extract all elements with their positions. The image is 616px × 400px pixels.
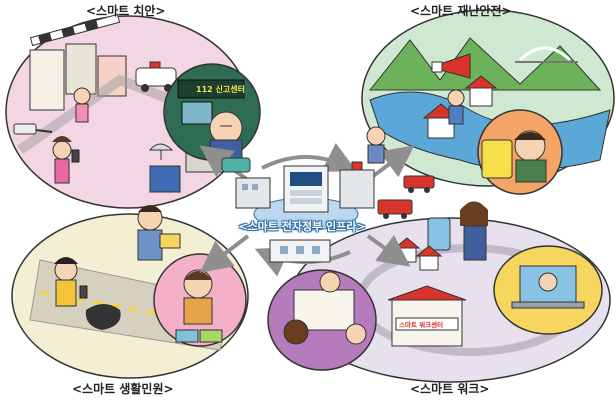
video-meeting-inset <box>267 269 377 371</box>
caption-smart-safety: <스마트 치안> <box>86 4 166 18</box>
megaphone-icon <box>431 53 471 79</box>
fire-truck-icon <box>377 175 435 219</box>
work-center-sign: 스마트 워크센터 <box>399 320 443 329</box>
police-monitoring-inset <box>163 63 261 161</box>
caption-smart-disaster-safety: <스마트 재난안전> <box>410 4 512 18</box>
smartphone-icon <box>427 217 451 251</box>
walking-woman-figure <box>460 201 488 261</box>
responder-figure <box>366 126 386 164</box>
smartphone-user-inset <box>477 109 563 195</box>
official-figure <box>137 205 181 261</box>
smartphone-icon <box>79 285 88 299</box>
trash-report-inset <box>153 253 247 347</box>
safety-panel <box>5 13 252 209</box>
kid-figure <box>73 87 91 123</box>
smartphone-icon <box>71 149 80 163</box>
barrier <box>29 13 121 47</box>
work-center-building <box>387 285 467 347</box>
girl-figure <box>52 136 80 184</box>
alert-man-figure <box>447 89 465 125</box>
police-monitor-sign: 112 신고센터 <box>196 84 245 94</box>
center-infrastructure-label: <스마트 전자정부 인프라> <box>238 220 366 233</box>
laptop-icon <box>159 233 181 249</box>
caption-smart-civil-affairs: <스마트 생활민원> <box>72 382 174 396</box>
pothole-icon <box>85 304 121 330</box>
cctv-icon <box>13 123 53 135</box>
boy-figure <box>54 257 88 307</box>
satellite-dish-icon <box>148 143 174 160</box>
egov-hub <box>221 157 375 263</box>
caption-smart-work: <스마트 워크> <box>410 382 490 396</box>
smartphone-icon <box>481 139 513 179</box>
home-laptop-inset <box>493 245 603 335</box>
